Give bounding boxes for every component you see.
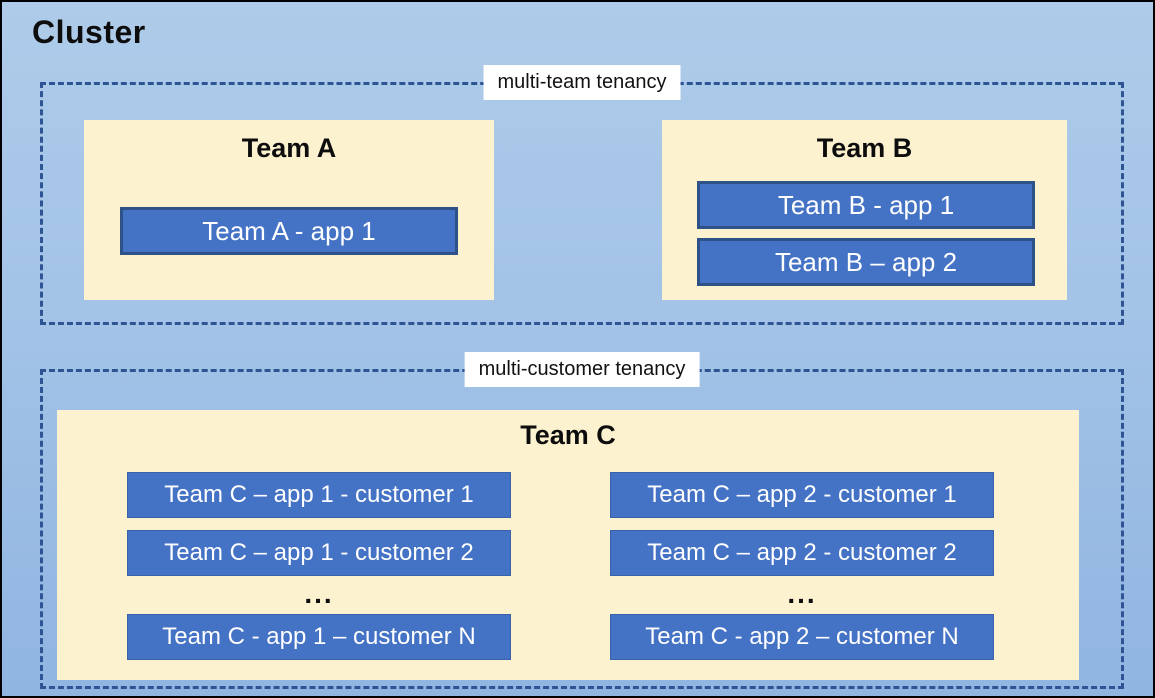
team-a-title: Team A — [241, 133, 337, 163]
zone-multi-customer-tenancy: multi-customer tenancy Team C Team C – a… — [40, 352, 1124, 689]
team-c-panel: Team C Team C – app 1 - customer 1 Team … — [57, 410, 1079, 680]
zone-label-multi-team: multi-team tenancy — [483, 65, 681, 100]
team-b-panel: Team B Team B - app 1 Team B – app 2 — [662, 120, 1067, 300]
team-c-app2-ellipsis: ... — [787, 578, 817, 609]
zone-multi-team-tenancy: multi-team tenancy Team A Team A - app 1… — [40, 65, 1124, 325]
team-c-app1-customer-1: Team C – app 1 - customer 1 — [127, 472, 511, 518]
team-c-app2-customer-2: Team C – app 2 - customer 2 — [610, 530, 994, 576]
team-c-app2-customer-n: Team C - app 2 – customer N — [610, 614, 994, 660]
team-b-app-2: Team B – app 2 — [697, 238, 1035, 286]
team-a-panel: Team A Team A - app 1 — [84, 120, 494, 300]
team-b-title: Team B — [816, 133, 913, 163]
team-c-app1-customer-n: Team C - app 1 – customer N — [127, 614, 511, 660]
zone-label-multi-customer: multi-customer tenancy — [464, 352, 700, 387]
team-c-title: Team C — [520, 420, 616, 450]
cluster-title: Cluster — [32, 14, 146, 50]
team-c-app2-customer-1: Team C – app 2 - customer 1 — [610, 472, 994, 518]
team-b-app-1: Team B - app 1 — [697, 181, 1035, 229]
team-a-app-1: Team A - app 1 — [120, 207, 458, 255]
team-c-app1-customer-2: Team C – app 1 - customer 2 — [127, 530, 511, 576]
team-c-app1-ellipsis: ... — [304, 578, 334, 609]
